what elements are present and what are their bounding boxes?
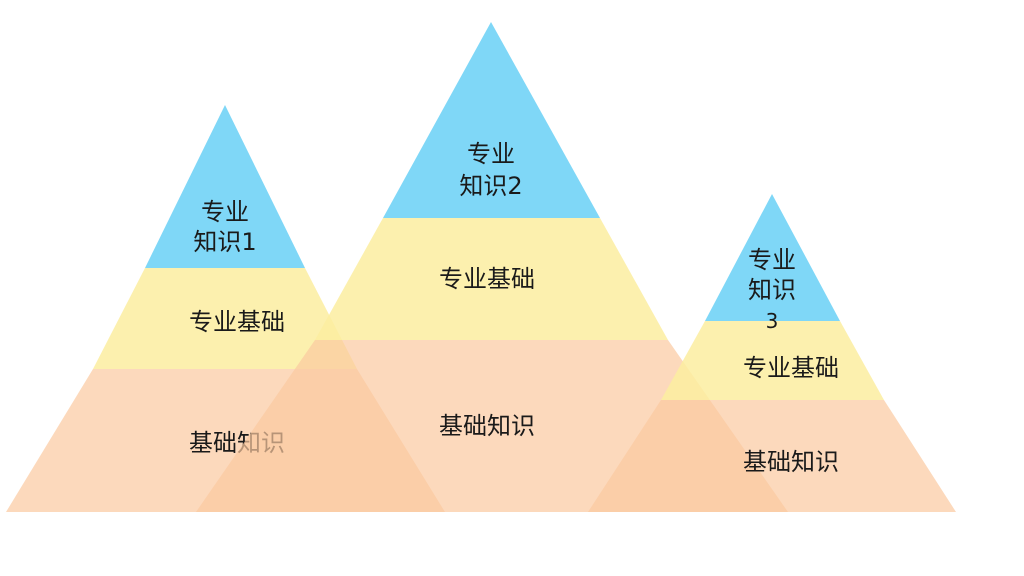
pyramid-3-bottom-label: 基础知识 [743,448,839,476]
pyramid-3-middle-tier [661,321,884,400]
pyramid-2-top-label-line-2: 知识2 [459,172,522,200]
pyramid-3-top-label-line-2: 知识 [748,276,796,304]
pyramid-2-top-tier [383,22,600,218]
pyramid-3: 专业 知识 3 专业基础 基础知识 [588,194,956,512]
pyramid-1-top-label-line-1: 专业 [201,198,249,226]
pyramid-1-top-label-line-2: 知识1 [193,228,256,256]
pyramid-2-middle-label: 专业基础 [439,265,535,293]
pyramid-2-top-label-line-1: 专业 [467,140,515,168]
pyramid-3-top-label-line-1: 专业 [748,246,796,274]
pyramid-1-middle-label: 专业基础 [189,308,285,336]
pyramid-2-middle-tier [315,218,668,340]
pyramid-3-top-tier [705,194,840,321]
pyramid-1-middle-tier [93,268,357,369]
pyramid-3-top-label-line-3: 3 [766,309,779,333]
pyramid-3-bottom-tier [588,400,956,512]
pyramid-3-middle-label: 专业基础 [743,354,839,382]
pyramid-1-top-tier [145,105,305,268]
pyramid-2-bottom-label: 基础知识 [439,412,535,440]
